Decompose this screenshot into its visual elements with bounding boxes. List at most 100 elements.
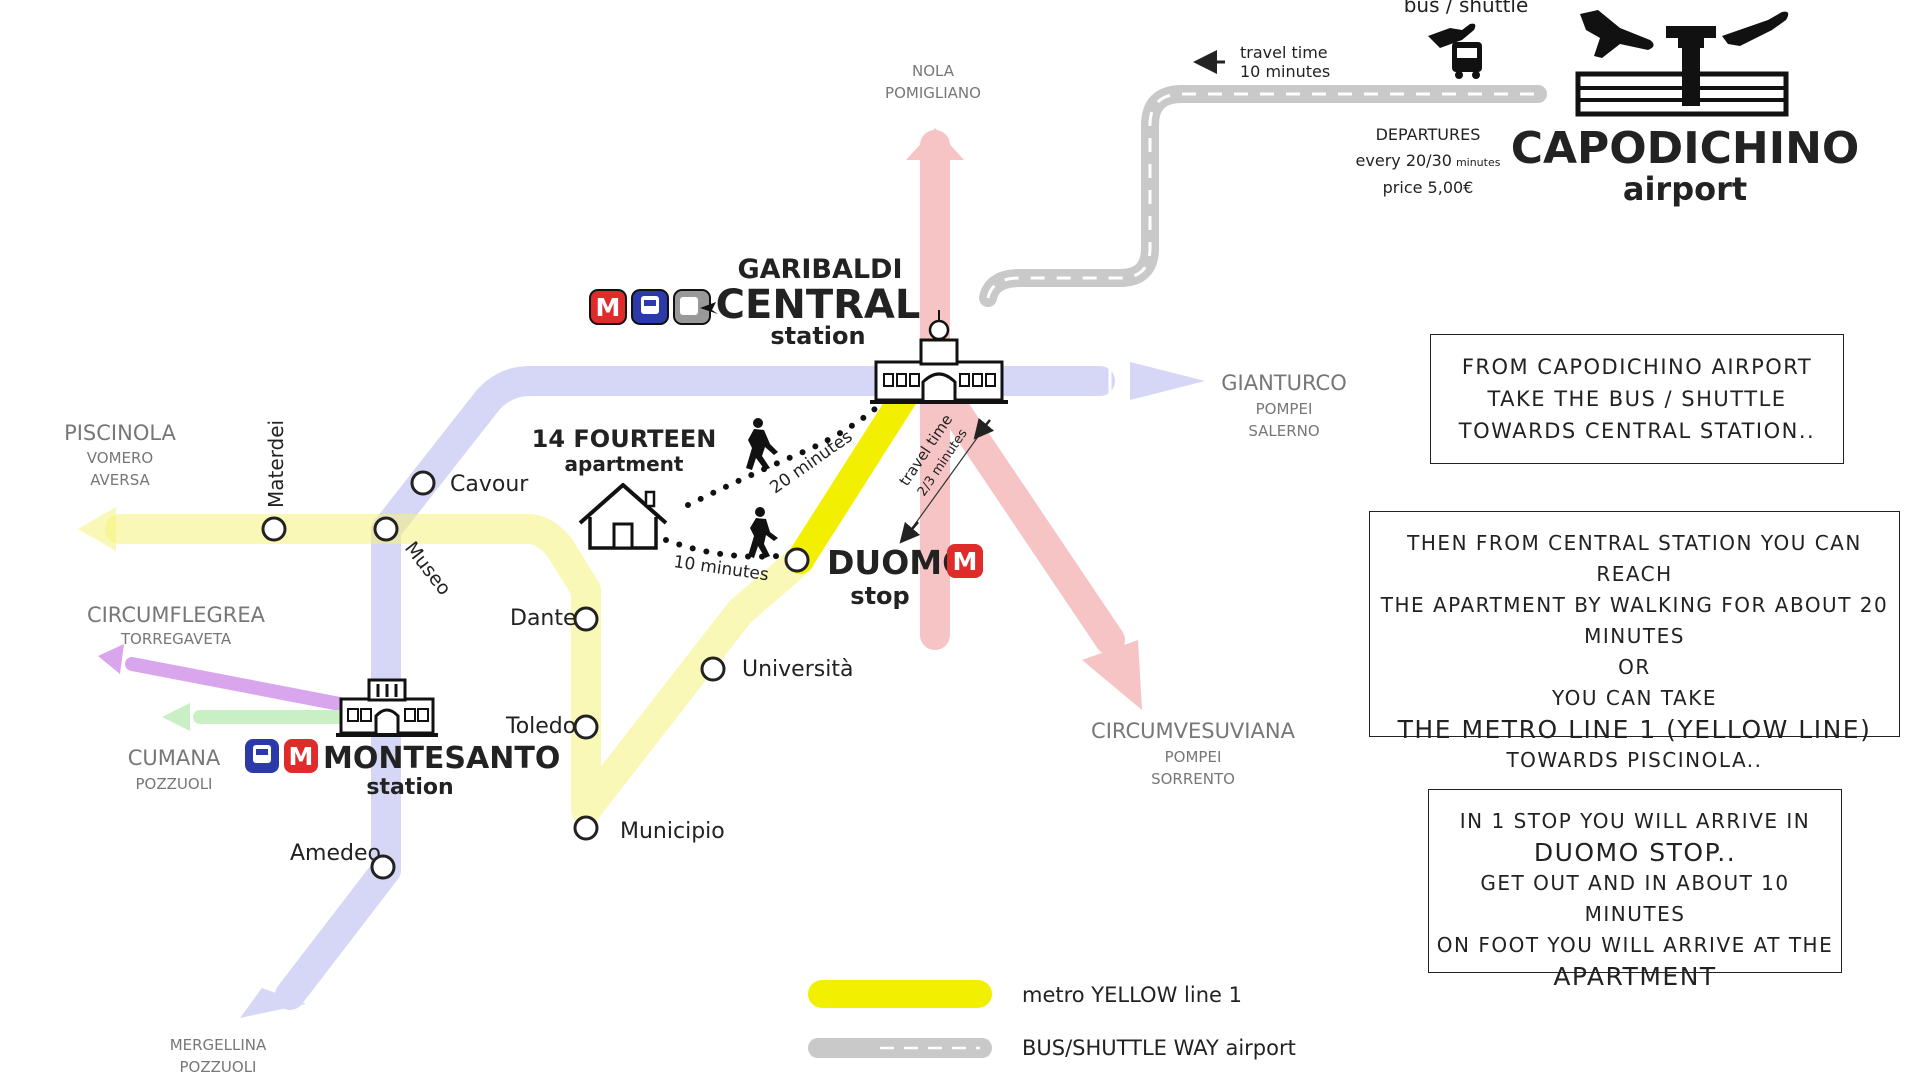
legend-bus-label: BUS/SHUTTLE WAY airport — [1022, 1036, 1296, 1060]
label-cavour: Cavour — [450, 472, 529, 497]
dest-circumflegrea: CIRCUMFLEGREA TORREGAVETA — [87, 603, 266, 648]
departures-l1: DEPARTURES — [1376, 125, 1481, 144]
stop-dante[interactable] — [573, 606, 599, 632]
departures-every: every 20/30 — [1356, 151, 1452, 170]
montesanto-name: MONTESANTO — [323, 741, 560, 776]
label-materdei: Materdei — [264, 420, 288, 508]
instruction-panel-2: THEN FROM CENTRAL STATION YOU CAN REACH … — [1369, 511, 1900, 772]
airport-name: CAPODICHINO — [1511, 123, 1860, 174]
dest-gianturco-l3: SALERNO — [1248, 422, 1319, 440]
plane-arrival-icon — [1722, 11, 1789, 46]
airport-sub: airport — [1623, 170, 1747, 208]
dest-circumvesuviana-l2: POMPEI — [1165, 748, 1222, 766]
duomo-metro-badge-icon: M — [947, 544, 983, 578]
dest-cumana-l2: POZZUOLI — [136, 775, 213, 793]
panel2-line6: TOWARDS PISCINOLA.. — [1506, 748, 1763, 772]
panel3-line3: GET OUT AND IN ABOUT 10 MINUTES — [1480, 871, 1790, 926]
plane-departure-icon — [1580, 10, 1654, 58]
blue-line-dashes — [1108, 368, 1128, 394]
central-name1: GARIBALDI — [737, 254, 902, 285]
stop-duomo[interactable] — [784, 547, 810, 573]
yellow-line-arrow-west — [78, 507, 116, 551]
central-metro-badge-icon: M — [589, 289, 627, 325]
dest-piscinola-l1: PISCINOLA — [64, 421, 176, 445]
departures-minutes: minutes — [1456, 156, 1501, 169]
svg-text:M: M — [596, 293, 621, 322]
dest-gianturco-l2: POMPEI — [1256, 400, 1313, 418]
circumflegrea-line — [125, 657, 352, 712]
instruction-panel-1: FROM CAPODICHINO AIRPORT TAKE THE BUS / … — [1430, 334, 1844, 464]
dest-cumana-l1: CUMANA — [128, 746, 221, 770]
walking-person-icon — [746, 418, 778, 470]
panel3-line5: APARTMENT — [1553, 962, 1717, 991]
panel2-line1: THEN FROM CENTRAL STATION YOU CAN REACH — [1407, 531, 1862, 586]
bus-road-dashes — [986, 92, 1538, 299]
arrow-to-central — [973, 417, 995, 440]
panel2-line2: THE APARTMENT BY WALKING FOR ABOUT 20 MI… — [1380, 593, 1889, 648]
montesanto-sub: station — [366, 775, 453, 800]
cumana-arrow — [162, 703, 190, 731]
dest-nola-l1: NOLA — [912, 62, 955, 80]
central-train-badge-icon — [631, 289, 669, 325]
apartment-name1: 14 FOURTEEN — [532, 425, 717, 453]
walking-person-icon-2 — [748, 507, 778, 558]
panel3-line4: ON FOOT YOU WILL ARRIVE AT THE — [1436, 933, 1834, 957]
red-line-arrow-southeast — [1082, 640, 1142, 710]
dest-cumana: CUMANA POZZUOLI — [128, 746, 221, 793]
central-station-building-icon[interactable] — [870, 310, 1008, 404]
control-tower-icon — [1666, 26, 1716, 106]
stop-toledo[interactable] — [573, 714, 599, 740]
dest-circumflegrea-l2: TORREGAVETA — [120, 630, 232, 648]
stop-cavour[interactable] — [410, 470, 436, 496]
montesanto-badge-letter: M — [289, 742, 314, 771]
bus-time-l2: 10 minutes — [1240, 62, 1330, 81]
central-name3: station — [770, 322, 865, 350]
apartment-house-icon[interactable] — [578, 483, 668, 550]
red-line-arrow-north — [906, 128, 964, 160]
dest-circumflegrea-l1: CIRCUMFLEGREA — [87, 603, 266, 627]
panel1-line1: FROM CAPODICHINO AIRPORT — [1461, 355, 1813, 379]
label-municipio: Municipio — [620, 819, 725, 844]
dest-piscinola-l2: VOMERO — [87, 449, 153, 467]
panel2-line3: OR — [1618, 655, 1651, 679]
walk-path-short — [663, 537, 781, 560]
panel1-line3: TOWARDS CENTRAL STATION.. — [1458, 419, 1816, 443]
panel3-line1: IN 1 STOP YOU WILL ARRIVE IN — [1459, 809, 1811, 833]
stop-amedeo[interactable] — [370, 854, 396, 880]
dest-nola: NOLA POMIGLIANO — [885, 62, 981, 102]
yellow-line — [105, 514, 815, 825]
walk-time-short: 10 minutes — [672, 552, 770, 585]
montesanto-metro-badge-icon: M — [284, 739, 318, 773]
blue-line-arrow-east — [1130, 362, 1205, 400]
label-universita: Università — [742, 657, 853, 682]
dest-gianturco-l1: GIANTURCO — [1221, 371, 1346, 395]
legend-metro-label: metro YELLOW line 1 — [1022, 983, 1242, 1007]
duomo-sub: stop — [850, 582, 909, 610]
label-toledo: Toledo — [505, 714, 576, 739]
dest-gianturco: GIANTURCO POMPEI SALERNO — [1221, 371, 1346, 440]
terminal-building-icon — [1575, 71, 1789, 117]
dest-mergellina: MERGELLINA POZZUOLI — [170, 1036, 267, 1076]
stop-universita[interactable] — [700, 656, 726, 682]
label-amedeo: Amedeo — [290, 841, 381, 866]
montesanto-train-badge-icon — [245, 739, 279, 773]
panel2-line4: YOU CAN TAKE — [1552, 686, 1717, 710]
walk-path-long — [685, 405, 879, 508]
central-bus-airport-badge-icon — [673, 289, 718, 325]
label-museo: Museo — [400, 538, 455, 600]
circumflegrea-arrow — [98, 644, 124, 674]
montesanto-station-building-icon[interactable] — [336, 678, 438, 737]
label-dante: Dante — [510, 606, 577, 631]
duomo-badge-letter: M — [953, 547, 978, 576]
bus-time-l1: travel time — [1240, 43, 1328, 62]
bus-label: bus / shuttle — [1404, 0, 1529, 17]
dest-mergellina-l1: MERGELLINA — [170, 1036, 267, 1054]
dest-mergellina-l2: POZZUOLI — [180, 1058, 257, 1076]
stop-materdei[interactable] — [261, 516, 287, 542]
legend-metro-swatch — [808, 980, 992, 1008]
departures-price: price 5,00€ — [1383, 178, 1474, 197]
stop-municipio[interactable] — [573, 815, 599, 841]
arrow-to-duomo — [899, 521, 921, 544]
stop-museo[interactable] — [373, 516, 399, 542]
